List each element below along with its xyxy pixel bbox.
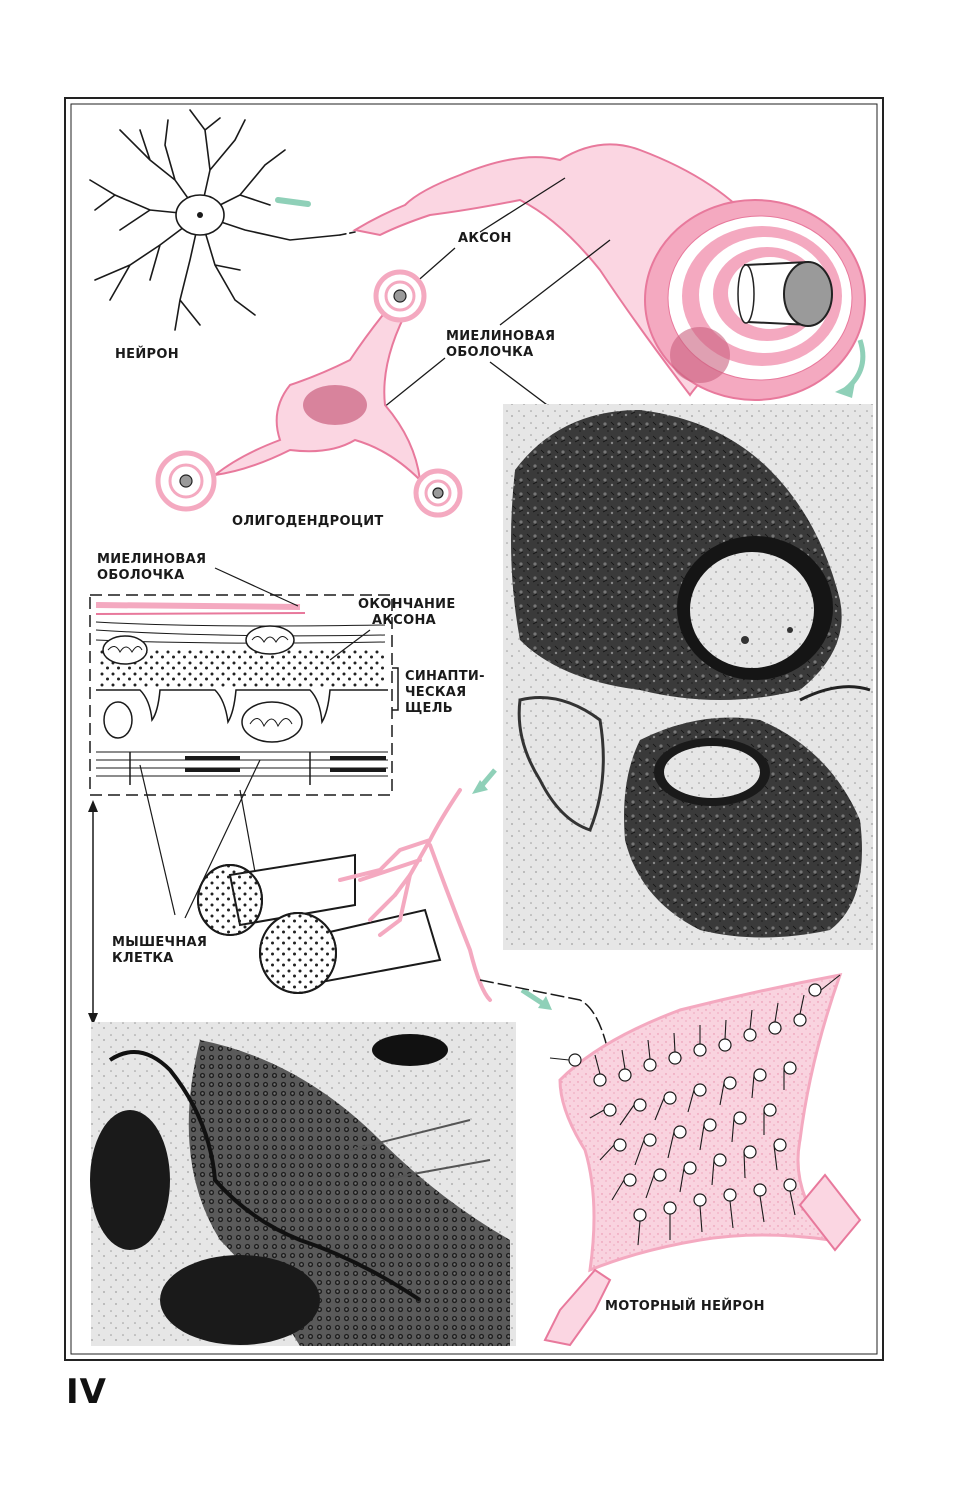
electron-micrograph-synapse xyxy=(90,1022,516,1346)
axon-terminal-label-line2: АКСОНА xyxy=(372,613,436,628)
synapse-schematic xyxy=(89,594,393,796)
muscle-cell-label-line2: КЛЕТКА xyxy=(112,951,174,966)
myelin-sheath-label-line1: МИЕЛИНОВАЯ xyxy=(97,552,206,567)
synaptic-cleft-label-line2: ЧЕСКАЯ xyxy=(405,685,466,700)
flow-arrow-head-icon xyxy=(835,382,855,398)
myelin-sheath-label-line2: ОБОЛОЧКА xyxy=(97,568,184,583)
muscle-pointer-lines xyxy=(139,759,261,919)
muscle-cells-drawing xyxy=(197,853,442,994)
flow-arrow-head-icon xyxy=(538,996,552,1010)
arrow-up-icon xyxy=(88,800,98,812)
myelin-label-line1: МИЕЛИНОВАЯ xyxy=(446,329,555,344)
flow-arrow-head-icon xyxy=(472,780,488,794)
arrow-down-icon xyxy=(88,1013,98,1025)
inner-frame xyxy=(70,103,878,1355)
synaptic-cleft-bracket xyxy=(392,667,399,711)
outer-frame xyxy=(64,97,884,1361)
axon-terminal-label-line1: ОКОНЧАНИЕ xyxy=(358,597,456,612)
myelin-label-line2: ОБОЛОЧКА xyxy=(446,345,533,360)
synaptic-cleft-label-line1: СИНАПТИ- xyxy=(405,669,485,684)
motor-neuron-drawing xyxy=(479,973,862,1347)
neuron-label: НЕЙРОН xyxy=(115,346,179,362)
neuron-drawing xyxy=(89,109,356,331)
muscle-cell-label-line1: МЫШЕЧНАЯ xyxy=(112,935,207,950)
oligodendrocyte-drawing xyxy=(155,269,463,518)
motor-neuron-label: МОТОРНЫЙ НЕЙРОН xyxy=(605,1298,765,1314)
oligodendrocyte-label: ОЛИГОДЕНДРОЦИТ xyxy=(232,514,384,529)
myelin-sheath-pointer-line xyxy=(214,567,299,607)
axon-myelin-roll xyxy=(352,143,866,401)
page-number: IV xyxy=(66,1372,107,1412)
electron-micrograph-myelinated-axon xyxy=(503,404,873,950)
synaptic-cleft-label-line3: ЩЕЛЬ xyxy=(405,701,453,716)
flow-arrow-icon xyxy=(520,987,547,1008)
axon-label: АКСОН xyxy=(458,231,512,246)
axon-terminal-pointer-line xyxy=(329,629,371,661)
motor-endplates xyxy=(338,788,492,1002)
flow-arrow-icon xyxy=(275,197,311,207)
